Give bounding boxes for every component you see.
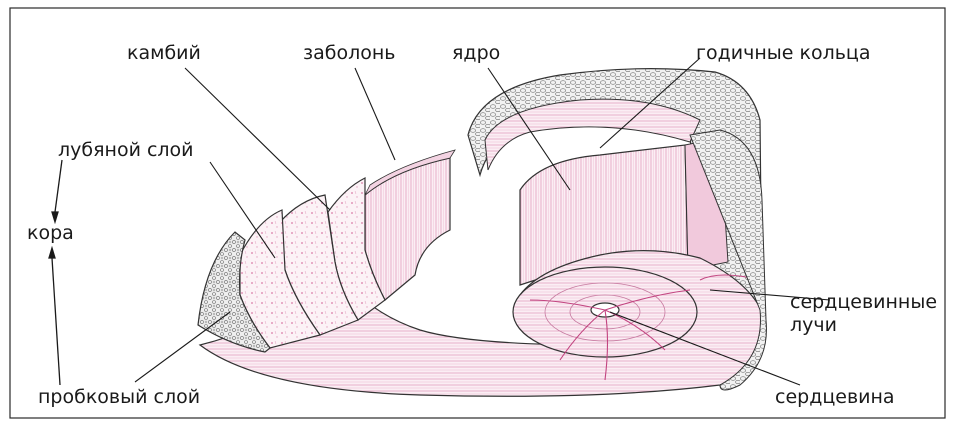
bark-arrows: [49, 160, 62, 385]
label-cambium: камбий: [127, 42, 201, 64]
label-sapwood: заболонь: [303, 42, 395, 64]
label-medullary-rays-2: лучи: [790, 314, 837, 336]
sapwood-sheet: [365, 158, 450, 300]
label-annual-rings: годичные кольца: [696, 42, 871, 64]
label-pith: сердцевина: [775, 386, 895, 408]
label-medullary-rays-1: сердцевинные: [790, 291, 937, 313]
label-cork: пробковый слой: [38, 386, 200, 408]
label-bark: кора: [27, 222, 74, 244]
label-phloem: лубяной слой: [58, 139, 194, 161]
label-heartwood: ядро: [452, 42, 500, 64]
